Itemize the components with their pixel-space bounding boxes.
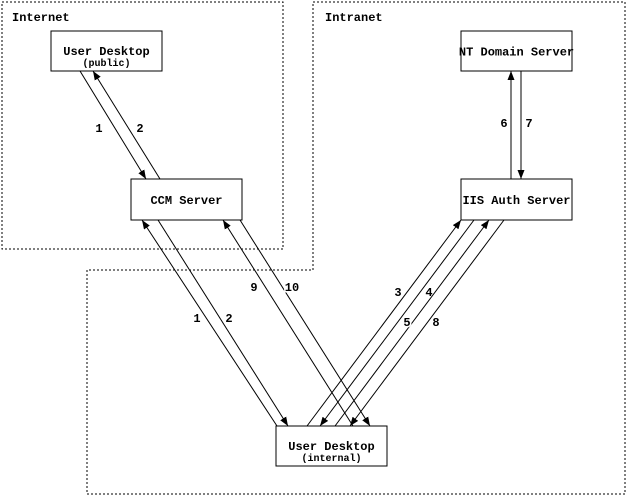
edge-5-internal-desktop-to-iis: 5 <box>334 219 490 427</box>
zone-intranet-label: Intranet <box>325 11 383 25</box>
edge-10-ccm-to-internal-desktop-line <box>239 219 371 427</box>
edge-2-ccm-to-internal-desktop-label: 2 <box>225 312 232 326</box>
edge-7-nt-domain-to-iis: 7 <box>517 71 534 179</box>
edge-8-iis-to-internal-desktop-label: 8 <box>432 316 439 330</box>
node-user-desktop-internal: User Desktop(internal) <box>275 425 388 467</box>
edge-1-internal-desktop-to-ccm-line <box>141 219 278 427</box>
node-user-desktop-internal-box <box>275 425 388 467</box>
edge-4-iis-to-internal-desktop-label: 4 <box>425 286 432 300</box>
edge-8-iis-to-internal-desktop: 8 <box>349 219 505 427</box>
node-user-desktop-public-label: User Desktop <box>63 45 149 59</box>
node-ccm-server: CCM Server <box>130 178 243 221</box>
edge-6-iis-to-nt-domain-label: 6 <box>500 117 507 131</box>
node-user-desktop-internal-label: User Desktop <box>288 440 374 454</box>
node-nt-domain-server-box <box>460 30 573 72</box>
node-iis-auth-server-label: IIS Auth Server <box>462 194 570 208</box>
edge-2-ccm-to-public-desktop-line <box>92 70 161 180</box>
edge-6-iis-to-nt-domain: 6 <box>499 71 515 179</box>
edge-10-ccm-to-internal-desktop: 10 <box>239 219 371 427</box>
node-iis-auth-server-box <box>460 178 573 221</box>
edge-2-ccm-to-public-desktop: 2 <box>92 70 161 180</box>
node-ccm-server-label: CCM Server <box>150 194 222 208</box>
edge-3-internal-desktop-to-iis-label: 3 <box>394 286 401 300</box>
zone-internet: Internet <box>1 1 284 250</box>
edge-1-public-desktop-to-ccm-line <box>79 70 147 180</box>
edge-4-iis-to-internal-desktop-line <box>319 219 475 427</box>
edge-8-iis-to-internal-desktop-line <box>349 219 505 427</box>
edge-2-ccm-to-public-desktop-label: 2 <box>136 122 143 136</box>
node-ccm-server-box <box>130 178 243 221</box>
edge-5-internal-desktop-to-iis-line <box>334 219 490 427</box>
node-user-desktop-public-sublabel: (public) <box>82 58 130 70</box>
edge-1-internal-desktop-to-ccm-label: 1 <box>193 312 200 326</box>
node-nt-domain-server-label: NT Domain Server <box>459 46 574 60</box>
edge-9-internal-desktop-to-ccm: 9 <box>222 219 354 427</box>
edge-1-public-desktop-to-ccm-label: 1 <box>95 122 102 136</box>
node-user-desktop-public-box <box>50 30 163 72</box>
edge-10-ccm-to-internal-desktop-label: 10 <box>285 281 299 295</box>
edge-5-internal-desktop-to-iis-label: 5 <box>403 316 410 330</box>
node-nt-domain-server: NT Domain Server <box>459 30 574 72</box>
edge-4-iis-to-internal-desktop: 4 <box>319 219 475 427</box>
edge-2-ccm-to-internal-desktop-line <box>157 219 289 427</box>
edge-7-nt-domain-to-iis-label: 7 <box>525 117 532 131</box>
edge-2-ccm-to-internal-desktop: 2 <box>157 219 289 427</box>
edge-1-internal-desktop-to-ccm: 1 <box>141 219 278 427</box>
zone-internet-border <box>1 1 284 250</box>
zone-internet-label: Internet <box>12 11 70 25</box>
node-user-desktop-internal-sublabel: (internal) <box>301 453 361 465</box>
edge-3-internal-desktop-to-iis-line <box>306 219 462 427</box>
node-iis-auth-server: IIS Auth Server <box>460 178 573 221</box>
node-user-desktop-public: User Desktop(public) <box>50 30 163 72</box>
edge-1-public-desktop-to-ccm: 1 <box>79 70 147 180</box>
edge-9-internal-desktop-to-ccm-line <box>222 219 354 427</box>
edge-3-internal-desktop-to-iis: 3 <box>306 219 462 427</box>
zone-intranet-border <box>86 1 626 495</box>
edge-9-internal-desktop-to-ccm-label: 9 <box>250 281 257 295</box>
zone-intranet: Intranet <box>86 1 626 495</box>
